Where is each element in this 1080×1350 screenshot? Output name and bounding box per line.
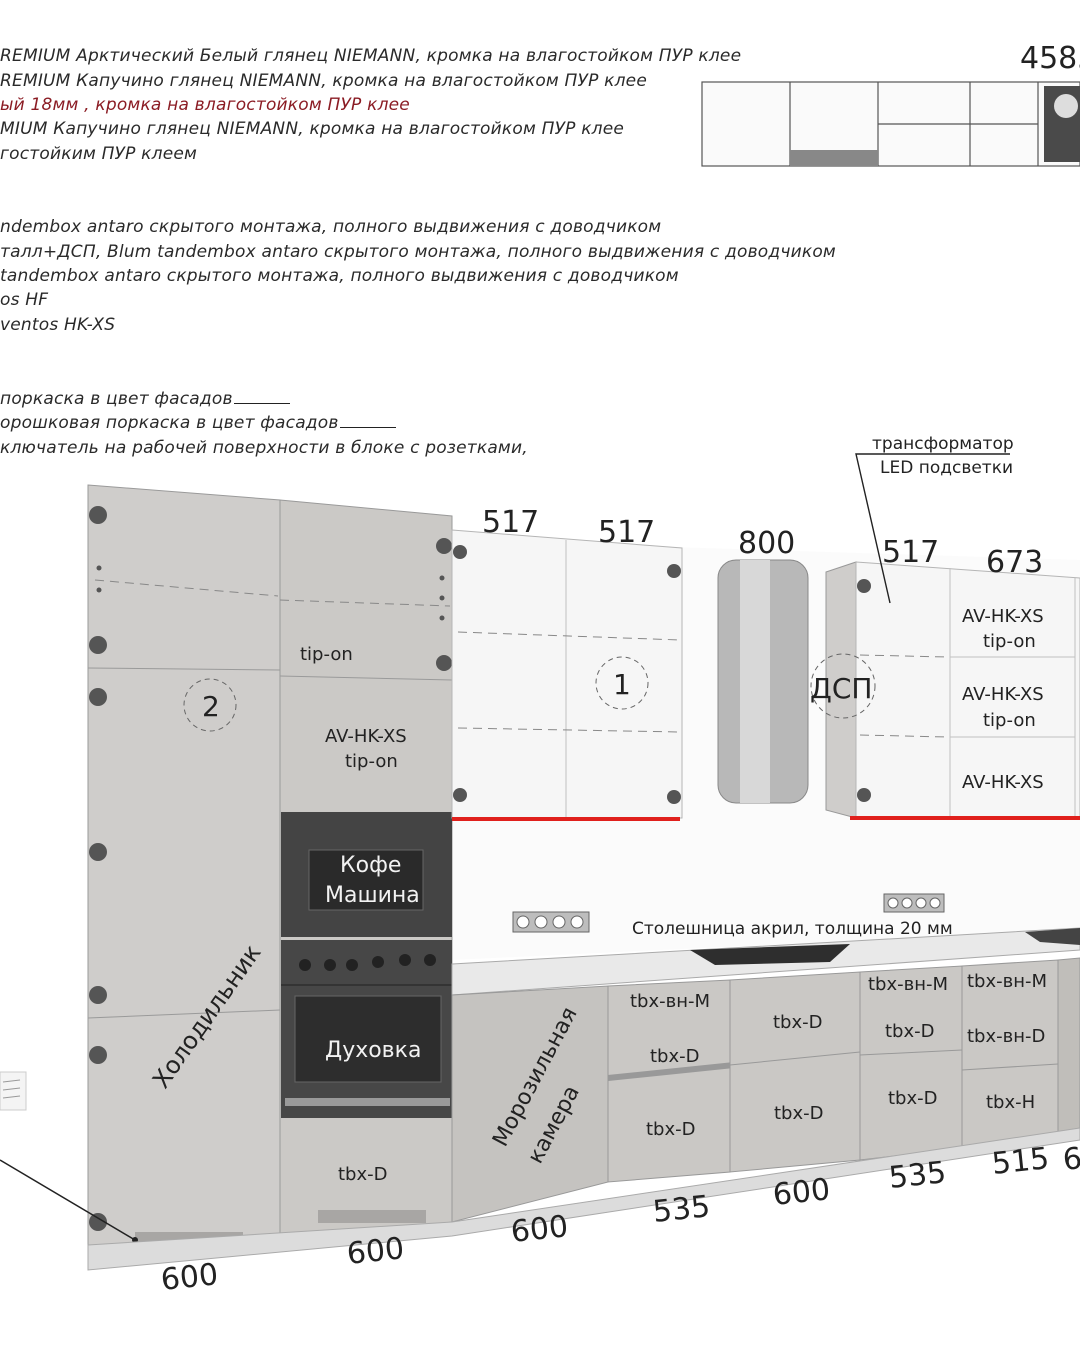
spec-line: MIUM Капучино глянец NIEMANN, кромка на … (0, 119, 625, 139)
tip-on-label: tip-on (300, 644, 353, 665)
drawer-label: tbx-D (774, 1103, 824, 1124)
circle-marker-1 (595, 656, 649, 710)
spec-line: ndembox antaro скрытого монтажа, полного… (0, 217, 662, 237)
spec-line: орошковая порк­аска в цвет фасадов (0, 413, 396, 433)
spec-line: ый 18мм , кромка на влагостойком ПУР кле… (0, 95, 410, 115)
socket-block (512, 911, 590, 933)
shelf-line (457, 631, 681, 641)
dim-base-5: 600 (771, 1172, 832, 1213)
dsp-marker (810, 653, 876, 719)
spec-line: os HF (0, 290, 49, 310)
hinge-dots (453, 545, 681, 804)
transformer-leader (855, 453, 1010, 604)
spec-line-text: порк­аска в цвет фасадов (0, 389, 233, 409)
drawer-label: tbx-D (338, 1164, 388, 1185)
shelf-line (94, 579, 279, 597)
av-hk-xs-label: AV-HK-XS (962, 772, 1044, 793)
oven-window (294, 995, 442, 1083)
dim-upper-right-1: 517 (882, 535, 939, 570)
oven-label: Духовка (325, 1038, 421, 1063)
dsp-label: ДСП (810, 672, 872, 705)
sink (1025, 928, 1080, 945)
coffee-label-2: Машина (325, 883, 420, 908)
spec-line: REMIUM Капучино глянец NIEMANN, кромка н… (0, 71, 647, 91)
door-split (87, 667, 281, 671)
oven-knobs (299, 954, 436, 971)
transformer-label-2: LED подсветки (880, 458, 1013, 478)
spec-line: порк­аска в цвет фасадов (0, 389, 290, 409)
dim-hood: 800 (738, 526, 795, 561)
shelf-line (279, 599, 451, 607)
hinge-dots (857, 579, 871, 802)
drawer-label: tbx-вн-М (868, 974, 948, 995)
leader-line (0, 1159, 136, 1241)
drawer-split (961, 1063, 1059, 1071)
coffee-label-1: Кофе (340, 853, 401, 878)
socket-block (883, 893, 945, 913)
base-cabinet (859, 965, 963, 1161)
spec-line: талл+ДСП, Blum tandembox antaro скрытого… (0, 242, 836, 262)
circle-label-1: 1 (613, 668, 631, 701)
spec-line: ventos HK-XS (0, 315, 116, 335)
dim-base-4: 535 (651, 1189, 712, 1230)
av-hk-xs-label: AV-HK-XS (962, 684, 1044, 705)
shelf-line (457, 727, 681, 733)
drawer-label: tbx-D (650, 1046, 700, 1067)
drawer-label: tbx-вн-М (967, 971, 1047, 992)
drawer-label: tbx-вн-М (630, 991, 710, 1012)
dim-base-3: 600 (509, 1209, 570, 1250)
door-split (87, 1009, 281, 1019)
dim-upper-left-2: 517 (598, 515, 655, 550)
drawer-label: tbx-H (986, 1092, 1035, 1113)
circle-marker-2 (183, 678, 237, 732)
spec-line-text: орошковая порк­аска в цвет фасадов (0, 413, 339, 433)
drawer-label: tbx-D (885, 1021, 935, 1042)
spec-line: ключатель на рабочей поверхности в блоке… (0, 438, 528, 458)
overall-dimension: 4585 (1020, 41, 1080, 76)
door-split (279, 675, 453, 681)
hinge-dots (89, 506, 107, 1231)
plinth-vent (318, 1210, 426, 1223)
upper-cabinet-left (451, 529, 683, 819)
dim-upper-left-1: 517 (482, 505, 539, 540)
dim-base-7: 515 (990, 1141, 1051, 1182)
cooktop (690, 944, 850, 965)
corner-cabinet (1057, 957, 1080, 1133)
spec-line: гостойким ПУР клеем (0, 144, 198, 164)
fridge-column (87, 484, 281, 1266)
dim-upper-right-2: 673 (986, 545, 1043, 580)
spec-line: REMIUM Арктический Белый глянец NIEMANN,… (0, 46, 742, 66)
mini-elevation (701, 81, 1080, 167)
drawer-split (729, 1051, 861, 1066)
hinge-dots (436, 538, 452, 671)
plinth (87, 1127, 1080, 1271)
transformer-label-1: трансформатор (872, 434, 1014, 454)
coffee-machine-screen (308, 849, 424, 911)
drawer-label: tbx-вн-D (967, 1026, 1045, 1047)
spec-line: tandembox antaro скрытого монтажа, полно… (0, 266, 679, 286)
tip-on-label: tip-on (345, 751, 398, 772)
dim-base-1: 600 (159, 1257, 220, 1298)
drawer-split (859, 1049, 963, 1056)
countertop-label: Столешница акрил, толщина 20 мм (632, 919, 953, 939)
av-hk-xs-label: AV-HK-XS (325, 726, 407, 747)
circle-label-2: 2 (202, 690, 220, 723)
upper-cabinet-right (855, 561, 1080, 819)
hood-highlight (740, 560, 770, 803)
dim-base-2: 600 (345, 1231, 406, 1272)
partial-sticker (0, 1071, 27, 1111)
drawer-label: tbx-D (646, 1119, 696, 1140)
dim-base-8: 6 (1061, 1141, 1080, 1178)
av-hk-xs-label: AV-HK-XS (962, 606, 1044, 627)
drawer-label: tbx-D (888, 1088, 938, 1109)
dim-base-6: 535 (887, 1155, 948, 1196)
oven-handle (285, 1098, 450, 1106)
drawer-label: tbx-D (773, 1012, 823, 1033)
base-cabinet (729, 971, 861, 1173)
tip-on-label: tip-on (983, 631, 1036, 652)
tip-on-label: tip-on (983, 710, 1036, 731)
